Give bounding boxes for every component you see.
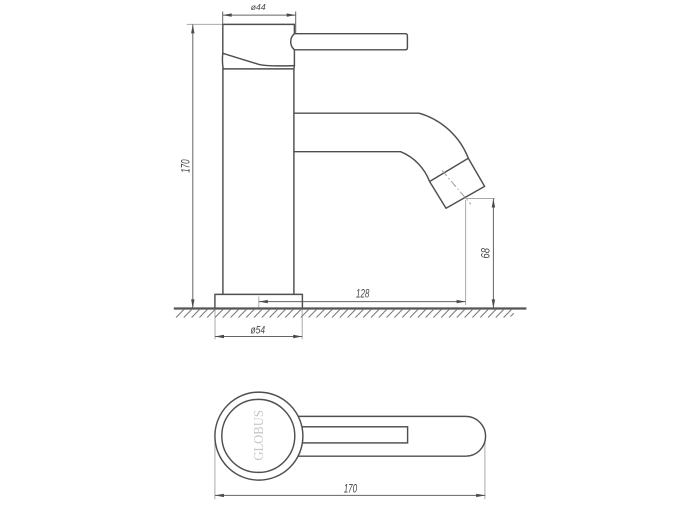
svg-text:ø44: ø44	[251, 3, 266, 12]
svg-text:GLOBUS: GLOBUS	[251, 410, 266, 461]
svg-text:170: 170	[344, 481, 358, 495]
svg-text:170: 170	[181, 159, 193, 173]
svg-text:ø54: ø54	[251, 324, 266, 336]
svg-text:68: 68	[480, 248, 492, 259]
svg-text:128: 128	[356, 289, 370, 301]
